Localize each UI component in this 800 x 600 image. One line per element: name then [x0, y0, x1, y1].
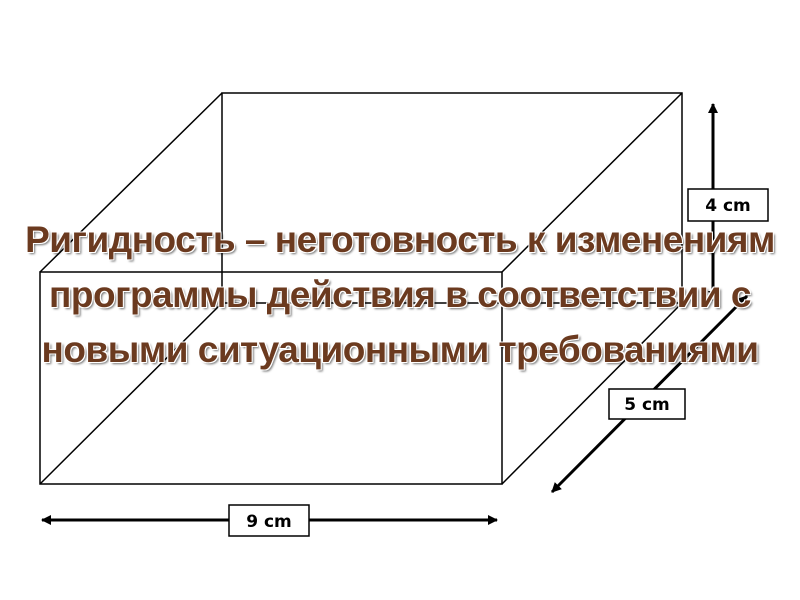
box-edge-top-left: [39, 92, 223, 273]
width-label: 9 cm: [246, 512, 292, 532]
box-back-face: [221, 92, 683, 304]
caption-line-3: новыми ситуационными требованиями: [41, 329, 759, 370]
height-label-box: 4 cm: [687, 188, 769, 222]
height-label: 4 cm: [705, 196, 751, 216]
depth-label: 5 cm: [624, 395, 670, 415]
depth-label-box: 5 cm: [608, 388, 686, 420]
box-front-face: [39, 271, 503, 485]
caption-line-1: Ригидность – неготовность к изменениям: [25, 219, 775, 260]
box-edge-bottom-left: [39, 302, 223, 485]
caption-line-2: программы действия в соответствии с: [49, 274, 751, 315]
width-label-box: 9 cm: [228, 504, 310, 537]
box-edge-top-right: [501, 92, 683, 273]
caption-text: Ригидность – неготовность к изменениям п…: [0, 212, 800, 377]
